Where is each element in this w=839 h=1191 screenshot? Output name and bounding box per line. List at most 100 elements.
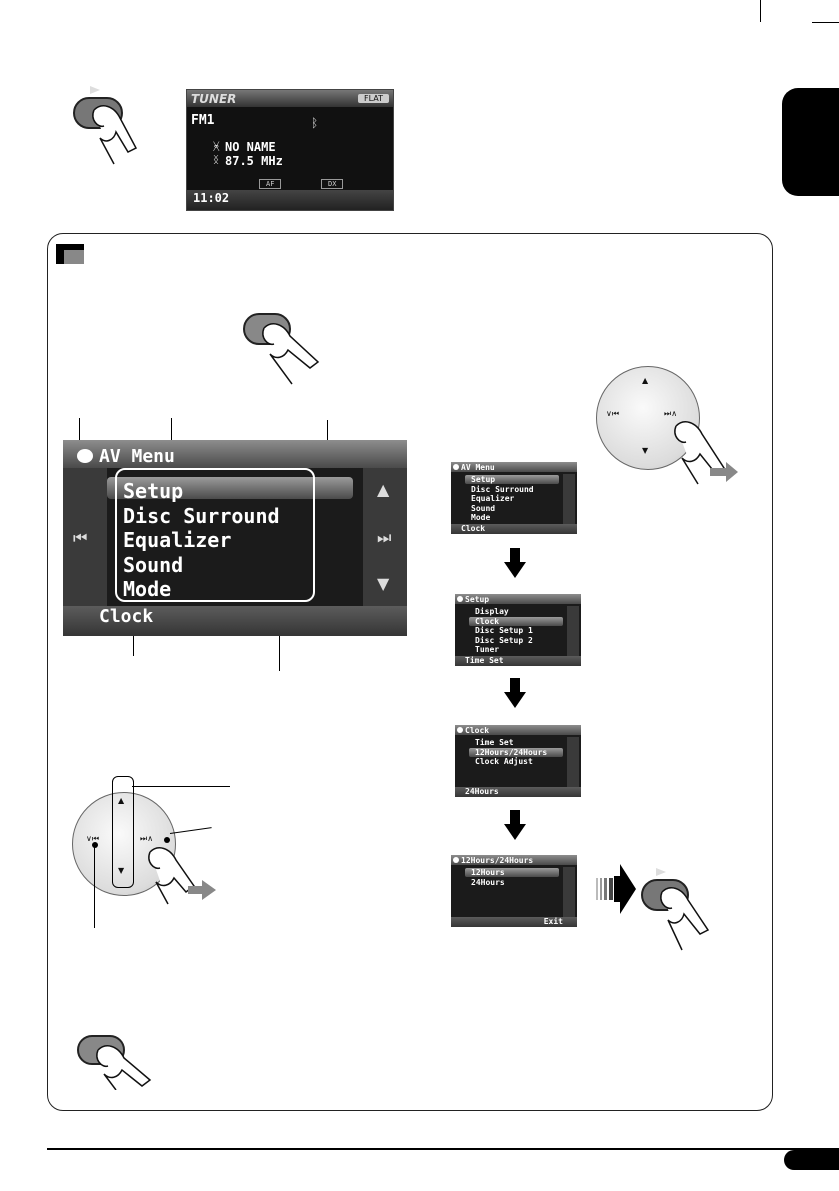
step-screen-footer	[451, 524, 577, 534]
step-screen-title: Setup	[465, 595, 490, 604]
up-down-frame	[112, 776, 134, 888]
dial-press-illustration	[674, 421, 738, 485]
tuner-footer	[187, 190, 393, 210]
stereo-icon: ᛒ	[311, 116, 319, 130]
menu-item: Equalizer	[123, 528, 232, 552]
station-icon: ᚸ	[213, 140, 220, 153]
crop-mark-top	[760, 0, 761, 22]
disc-icon	[457, 727, 463, 733]
av-menu-title: AV Menu	[99, 446, 175, 467]
av-menu-footer	[63, 606, 407, 636]
language-tab	[782, 88, 839, 196]
step-screen-footer	[455, 656, 581, 666]
step-screen-item: Disc Setup 1	[475, 626, 533, 635]
disc-icon	[77, 449, 93, 463]
signal-icon: ᛝ	[213, 155, 219, 166]
control-dial-lower[interactable]	[72, 792, 176, 896]
step-screen-item: 24Hours	[471, 877, 505, 887]
step-screen-footer-text: 24Hours	[465, 787, 499, 796]
step-screen-item: Disc Setup 2	[475, 635, 533, 645]
step-screen-footer	[451, 917, 577, 927]
selection-highlight	[465, 475, 559, 484]
down-arrow-icon	[504, 678, 526, 708]
step-screen-item: Display	[475, 607, 509, 616]
selection-highlight	[469, 747, 563, 757]
menu-item: Setup	[123, 479, 184, 503]
selection-highlight	[469, 616, 563, 626]
scroll-sidebar	[563, 867, 575, 917]
tuner-title: TUNER	[191, 91, 237, 106]
flat-badge: FLAT	[358, 94, 389, 103]
back-button-press-illustration	[77, 1035, 152, 1090]
step-screen-item: Sound	[471, 503, 496, 513]
tuner-screen: TUNER FLAT FM1 ᛒ ᚸ NO NAME ᛝ 87.5 MHz AF…	[186, 89, 394, 211]
skip-forward-icon: ⏭	[377, 528, 392, 547]
step-screen-header	[455, 725, 581, 735]
step-screen-item: Mode	[471, 513, 491, 522]
disc-icon	[453, 464, 459, 470]
menu-item: Sound	[123, 552, 184, 577]
scroll-sidebar	[563, 474, 575, 524]
list-frame	[115, 468, 315, 602]
tuner-header: TUNER FLAT	[187, 90, 393, 107]
step-screen-footer-text: Time Set	[465, 656, 504, 665]
step-screen-item: Equalizer	[471, 494, 515, 503]
down-icon: ▼	[642, 446, 649, 455]
down-arrow-icon	[504, 548, 526, 578]
exit-button-press-illustration	[641, 868, 710, 951]
down-icon: ▼	[118, 866, 125, 875]
lower-dial-press-illustration	[148, 847, 216, 905]
selection-highlight	[465, 868, 559, 877]
left-skip-icon: ∨⏮	[606, 409, 620, 418]
crop-mark-side	[812, 22, 839, 23]
control-dial[interactable]	[596, 366, 700, 470]
step-screen-footer-text: Clock	[461, 524, 486, 533]
menu-button-press-illustration	[243, 313, 320, 385]
disc-icon	[457, 596, 463, 602]
right-arrow-icon	[596, 864, 636, 914]
step-screen-item: Clock Adjust	[475, 757, 533, 766]
left-skip-icon: ∨⏮	[86, 834, 100, 843]
step-screen-header	[455, 594, 581, 604]
step-screen-title: 12Hours/24Hours	[461, 856, 534, 865]
step-screen-item: Setup	[471, 475, 496, 484]
menu-item: Mode	[123, 577, 172, 601]
station-name: NO NAME	[225, 140, 276, 154]
scroll-up-icon: ▲	[377, 480, 390, 499]
right-skip-icon: ⏭∧	[140, 834, 154, 843]
callout-line-title	[171, 418, 172, 454]
footer-rule	[47, 1148, 839, 1150]
clock-time: 11:02	[193, 191, 230, 205]
down-arrow-icon	[504, 810, 526, 840]
step-screen-footer	[455, 787, 581, 797]
frequency-readout: 87.5 MHz	[225, 154, 283, 168]
callout-dot	[92, 842, 98, 848]
right-side-panel	[363, 468, 407, 606]
right-skip-icon: ⏭∧	[664, 409, 678, 418]
selection-highlight	[107, 477, 353, 499]
callout-line-left	[94, 846, 95, 928]
step-screen-item: 12Hours/24Hours	[475, 747, 548, 757]
source-button-press-illustration	[73, 86, 138, 165]
callout-line-icon	[79, 418, 80, 454]
disc-icon	[453, 857, 459, 863]
procedure-section	[47, 233, 773, 1111]
callout-line-updown	[132, 786, 230, 787]
dx-indicator: DX	[321, 179, 344, 189]
af-indicator: AF	[259, 179, 282, 189]
step-screen-header	[451, 462, 577, 472]
callout-line-list	[279, 601, 280, 671]
skip-back-icon: ⏮	[73, 528, 88, 547]
step-screen-title: AV Menu	[461, 463, 495, 472]
step-screen-title: Clock	[465, 726, 490, 735]
av-menu-screen: AV Menu ⏮ ▲ ⏭ ▼ Setup Disc Surround Equa…	[63, 440, 407, 636]
av-menu-header	[63, 440, 407, 468]
av-menu-footer-text: Clock	[99, 606, 154, 627]
step-screen-footer-right: Exit	[543, 917, 563, 926]
scroll-down-icon: ▼	[377, 574, 390, 593]
step-screen-header	[451, 855, 577, 865]
